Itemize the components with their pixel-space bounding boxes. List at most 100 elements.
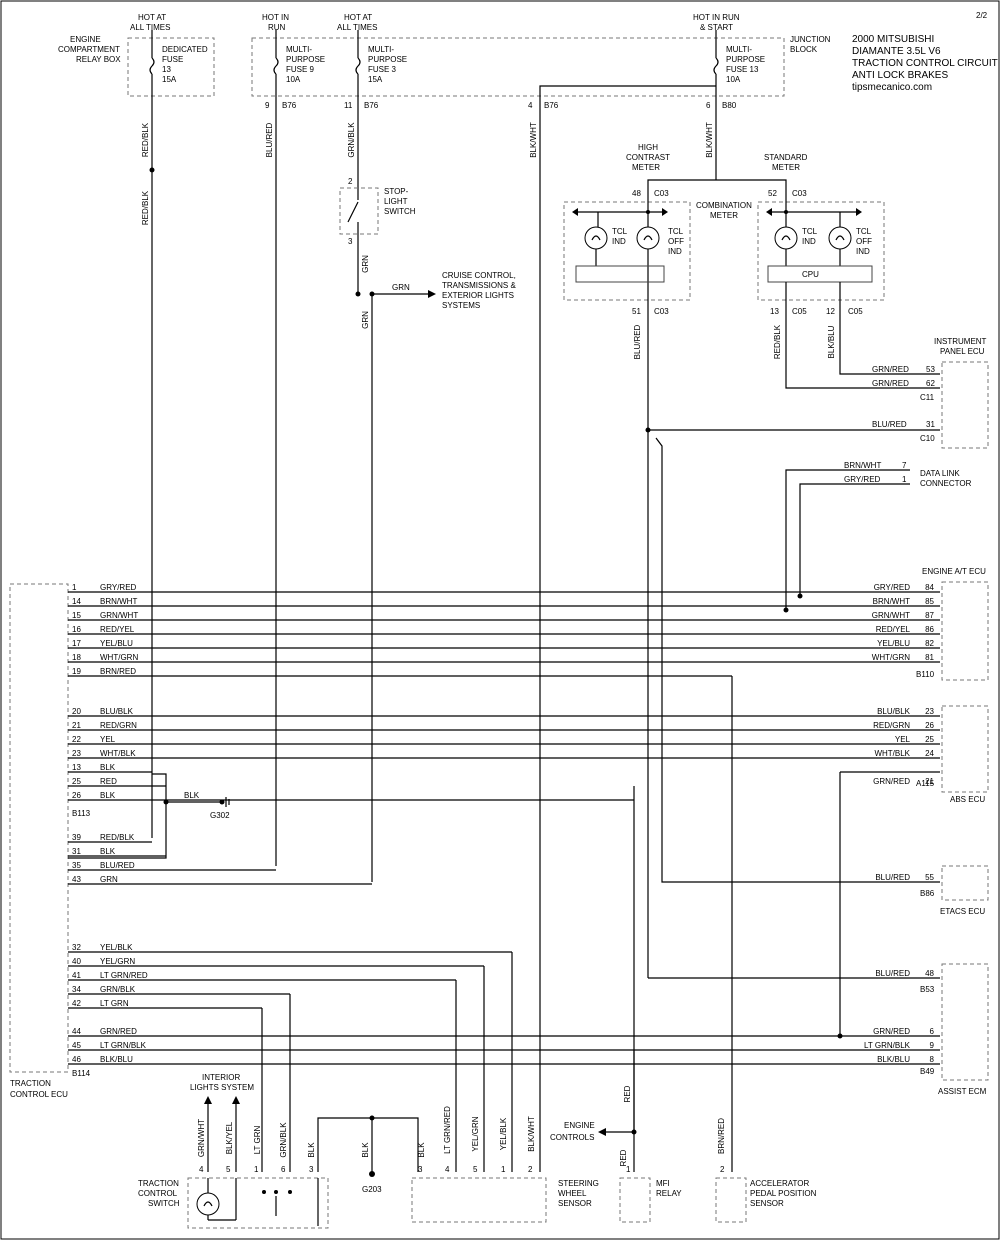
svg-text:53: 53 bbox=[926, 365, 935, 374]
svg-text:GRN: GRN bbox=[361, 311, 370, 329]
splice-dot bbox=[149, 167, 155, 173]
svg-text:GRN: GRN bbox=[392, 283, 410, 292]
svg-text:BLK: BLK bbox=[361, 1142, 370, 1158]
svg-text:ETACS ECU: ETACS ECU bbox=[940, 907, 985, 916]
svg-text:ACCELERATOR: ACCELERATOR bbox=[750, 1179, 809, 1188]
svg-text:LIGHT: LIGHT bbox=[384, 197, 408, 206]
ecu-wire-label: YEL bbox=[895, 735, 911, 744]
svg-text:METER: METER bbox=[632, 163, 660, 172]
svg-text:1: 1 bbox=[626, 1165, 631, 1174]
svg-text:METER: METER bbox=[772, 163, 800, 172]
tc-wire-label: RED/YEL bbox=[100, 625, 135, 634]
svg-text:62: 62 bbox=[926, 379, 935, 388]
svg-text:IND: IND bbox=[856, 247, 870, 256]
tc-pin-number: 43 bbox=[72, 875, 81, 884]
svg-text:EXTERIOR LIGHTS: EXTERIOR LIGHTS bbox=[442, 291, 514, 300]
tc-wire-label: RED/BLK bbox=[100, 833, 135, 842]
ecu-pin-number: 24 bbox=[925, 749, 934, 758]
svg-text:TRANSMISSIONS &: TRANSMISSIONS & bbox=[442, 281, 516, 290]
svg-text:CPU: CPU bbox=[802, 270, 819, 279]
svg-text:10A: 10A bbox=[726, 75, 741, 84]
title-line-1: 2000 MITSUBISHI bbox=[852, 34, 934, 45]
ecu-wire-label: RED/YEL bbox=[876, 625, 911, 634]
svg-text:GRN/WHT: GRN/WHT bbox=[197, 1119, 206, 1157]
svg-text:2: 2 bbox=[720, 1165, 725, 1174]
ecu-wire-label: WHT/BLK bbox=[874, 749, 910, 758]
title-block: 2000 MITSUBISHI DIAMANTE 3.5L V6 TRACTIO… bbox=[852, 34, 998, 93]
tc-pin-number: 39 bbox=[72, 833, 81, 842]
svg-text:B80: B80 bbox=[722, 101, 737, 110]
svg-text:13: 13 bbox=[770, 307, 779, 316]
svg-text:PEDAL POSITION: PEDAL POSITION bbox=[750, 1189, 817, 1198]
tc-pin-number: 14 bbox=[72, 597, 81, 606]
ecu-wire-label: WHT/GRN bbox=[872, 653, 910, 662]
svg-text:DATA LINK: DATA LINK bbox=[920, 469, 960, 478]
svg-text:RED/BLK: RED/BLK bbox=[773, 324, 782, 359]
tc-wire-label: GRN/BLK bbox=[100, 985, 136, 994]
meter-feed-bus bbox=[647, 179, 787, 196]
tc-pin-number: 19 bbox=[72, 667, 81, 676]
site-name: tipsmecanico.com bbox=[852, 82, 932, 93]
combination-meter: HIGH CONTRAST METER STANDARD METER COMBI… bbox=[563, 143, 885, 316]
tc-wire-label: BRN/WHT bbox=[100, 597, 137, 606]
svg-text:ENGINE: ENGINE bbox=[564, 1121, 595, 1130]
svg-text:CONTRAST: CONTRAST bbox=[626, 153, 670, 162]
tc-wire-label: BLK bbox=[100, 763, 116, 772]
svg-text:MULTI-: MULTI- bbox=[368, 45, 394, 54]
tc-pin-number: 31 bbox=[72, 847, 81, 856]
svg-text:FUSE 13: FUSE 13 bbox=[726, 65, 759, 74]
tc-pin-number: 21 bbox=[72, 721, 81, 730]
svg-text:GRN/BLK: GRN/BLK bbox=[347, 122, 356, 158]
svg-text:1: 1 bbox=[254, 1165, 259, 1174]
hot-label: HOT AT bbox=[344, 13, 372, 22]
svg-text:10A: 10A bbox=[286, 75, 301, 84]
svg-text:C10: C10 bbox=[920, 434, 935, 443]
relay-box-label: RELAY BOX bbox=[76, 55, 121, 64]
splice-dot bbox=[837, 1033, 843, 1039]
svg-text:CONTROLS: CONTROLS bbox=[550, 1133, 594, 1142]
svg-text:4: 4 bbox=[445, 1165, 450, 1174]
tc-pin-number: 23 bbox=[72, 749, 81, 758]
tc-wire-label: BLU/RED bbox=[100, 861, 135, 870]
svg-text:OFF: OFF bbox=[668, 237, 684, 246]
ecu-wire-label: GRN/WHT bbox=[872, 611, 910, 620]
tc-pin-number: 45 bbox=[72, 1041, 81, 1050]
tc-connector-b114: B114 bbox=[72, 1069, 91, 1078]
instrument-panel-ecu: INSTRUMENT PANEL ECU GRN/RED 53 GRN/RED … bbox=[872, 337, 989, 449]
svg-text:METER: METER bbox=[710, 211, 738, 220]
svg-text:TCL: TCL bbox=[668, 227, 684, 236]
ecu-pin-number: 8 bbox=[930, 1055, 935, 1064]
svg-text:RED: RED bbox=[619, 1149, 628, 1166]
svg-text:SENSOR: SENSOR bbox=[558, 1199, 592, 1208]
ecu-wire-label: BRN/WHT bbox=[873, 597, 910, 606]
svg-text:3: 3 bbox=[418, 1165, 423, 1174]
junction-pins: 9 B76 11 B76 4 B76 6 B80 bbox=[265, 101, 737, 110]
svg-text:BLK/WHT: BLK/WHT bbox=[529, 122, 538, 158]
ecu-wire-label: YEL/BLU bbox=[877, 639, 910, 648]
svg-text:SYSTEMS: SYSTEMS bbox=[442, 301, 480, 310]
svg-text:LT GRN/RED: LT GRN/RED bbox=[443, 1106, 452, 1154]
junction-block-label: JUNCTION bbox=[790, 35, 831, 44]
tc-connector-b113: B113 bbox=[72, 809, 91, 818]
wire-blk-blu-ipecu bbox=[839, 300, 940, 375]
ecu-wire-label: BLK/BLU bbox=[877, 1055, 910, 1064]
ecu-wire-label: RED/GRN bbox=[873, 721, 910, 730]
tc-wire-label: LT GRN/RED bbox=[100, 971, 148, 980]
svg-text:ABS ECU: ABS ECU bbox=[950, 795, 985, 804]
ecu-wire-label: LT GRN/BLK bbox=[864, 1041, 911, 1050]
svg-text:PURPOSE: PURPOSE bbox=[726, 55, 765, 64]
tc-pin-number: 18 bbox=[72, 653, 81, 662]
svg-text:C03: C03 bbox=[654, 189, 669, 198]
svg-text:51: 51 bbox=[632, 307, 641, 316]
tc-pin-number: 44 bbox=[72, 1027, 81, 1036]
ecu-wire-label: BLU/RED bbox=[875, 873, 910, 882]
power-labels: HOT AT ALL TIMES HOT IN RUN HOT AT ALL T… bbox=[58, 13, 831, 64]
svg-text:STOP-: STOP- bbox=[384, 187, 409, 196]
svg-text:YEL/GRN: YEL/GRN bbox=[471, 1116, 480, 1151]
svg-text:OFF: OFF bbox=[856, 237, 872, 246]
svg-text:BLK/WHT: BLK/WHT bbox=[527, 1116, 536, 1152]
svg-text:7: 7 bbox=[902, 461, 907, 470]
svg-text:B76: B76 bbox=[544, 101, 559, 110]
svg-text:STANDARD: STANDARD bbox=[764, 153, 808, 162]
